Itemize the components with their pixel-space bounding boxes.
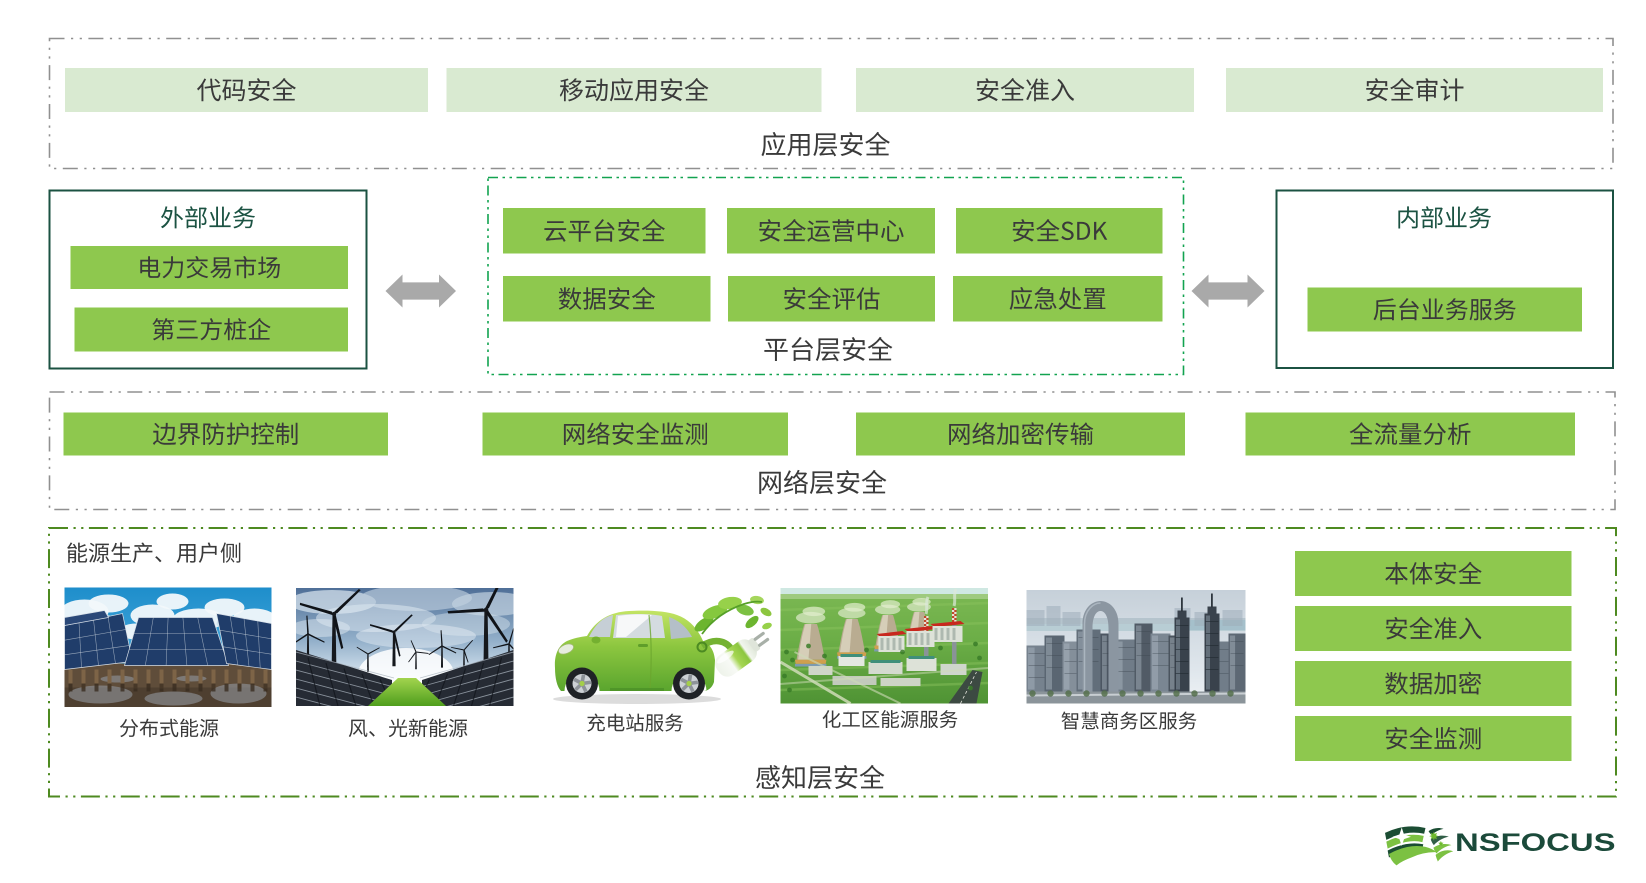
svg-text:NSFOCUS: NSFOCUS <box>1455 829 1616 857</box>
